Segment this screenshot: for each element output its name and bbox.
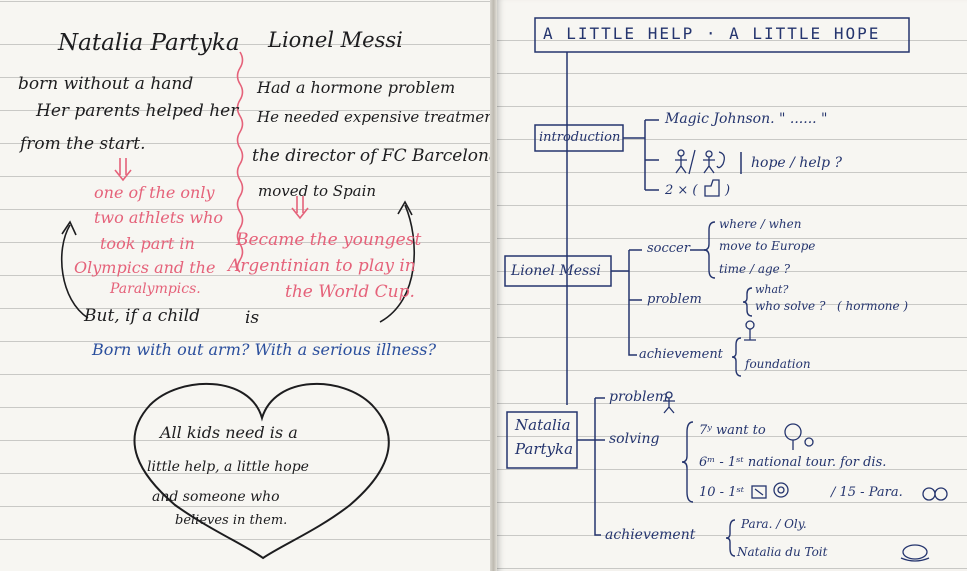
messi-achievement-1: Became the youngest: [236, 230, 422, 250]
messi-fact-1: Had a hormone problem: [257, 78, 456, 97]
heart-text-2: little help, a little hope: [147, 459, 309, 475]
achievement-para-oly: Para. / Oly.: [741, 517, 807, 531]
natalia-fact-3: from the start.: [20, 134, 146, 154]
solving-step-3b: / 15 - Para.: [831, 485, 903, 500]
problem-hormone: ( hormone ): [837, 299, 909, 313]
heart-text-1: All kids need is a: [160, 423, 298, 442]
right-notebook-page: A LITTLE HELP · A LITTLE HOPE introducti…: [497, 0, 967, 571]
natalia-heading: Natalia Partyka: [58, 30, 240, 56]
swimmer-icon: [900, 544, 930, 562]
mind-map-lines: [504, 17, 948, 562]
intro-item-close: ): [725, 183, 731, 198]
solving-step-2: 6ᵐ - 1ˢᵗ national tour. for dis.: [699, 455, 887, 470]
brace-soccer: [703, 221, 716, 279]
natalia-fact-2: Her parents helped her: [36, 101, 239, 121]
heart-text-3: and someone who: [152, 489, 280, 505]
solving-step-1: 7ʸ want to: [699, 423, 766, 438]
soccer-where-when: where / when: [719, 217, 802, 231]
right-curved-arrow: [379, 204, 415, 323]
natalia-achievement-2: two athlets who: [94, 208, 224, 227]
solving-step-3: 10 - 1ˢᵗ: [699, 485, 745, 500]
messi-achievement-3: the World Cup.: [285, 282, 415, 302]
medal-icon-2: [922, 487, 948, 501]
natalia-achievement-3: took part in: [100, 234, 195, 253]
introduction-label: introduction: [539, 130, 621, 145]
intro-item-magic-johnson: Magic Johnson. " ...... ": [665, 111, 828, 127]
natalia-achievement-4: Olympics and the: [74, 258, 216, 277]
natalia-problem: problem: [609, 389, 669, 405]
natalia-achievement-1: one of the only: [94, 183, 215, 202]
problem-what: what?: [755, 283, 789, 296]
title-box: [534, 17, 910, 53]
slash-icon: [688, 149, 696, 175]
messi-problem: problem: [647, 292, 702, 307]
left-curved-arrow: [60, 224, 89, 319]
heart-text-4: believes in them.: [175, 513, 288, 528]
messi-heading: Lionel Messi: [268, 28, 403, 52]
left-page-drawings: [60, 51, 415, 560]
messi-fact-2: He needed expensive treatment.: [257, 108, 490, 126]
messi-fact-3: the director of FC Barcelona: [252, 146, 490, 166]
soccer-time-age: time / age ?: [719, 262, 790, 276]
brace-problem: [742, 287, 753, 317]
brace-achievement: [731, 337, 742, 377]
natalia-node-label-2: Partyka: [515, 440, 574, 458]
messi-achievement: achievement: [639, 347, 723, 362]
flower-icon: [744, 320, 756, 341]
intro-item-hope-help: hope / help ?: [751, 155, 843, 171]
medal-icon-1: [773, 482, 789, 498]
brace-solving: [681, 421, 694, 503]
question-text-b: is: [245, 308, 260, 328]
person-problem-icon: [663, 391, 675, 414]
pink-down-arrow-right: [291, 196, 309, 220]
pink-wavy-divider: [236, 51, 244, 273]
brace-natalia-achievement: [725, 519, 736, 557]
soccer-move-europe: move to Europe: [719, 239, 816, 253]
question-options: Born with out arm? With a serious illnes…: [92, 340, 437, 359]
question-text-a: But, if a child: [84, 306, 200, 326]
flag-icon: [751, 485, 767, 499]
thumbs-up-icon: [704, 179, 720, 197]
natalia-node-label-1: Natalia: [515, 416, 571, 434]
messi-soccer: soccer: [647, 241, 690, 256]
natalia-solving: solving: [609, 431, 660, 447]
table-tennis-icon: [784, 423, 814, 450]
notebook-gutter: [490, 0, 497, 571]
messi-node-label: Lionel Messi: [511, 263, 601, 279]
messi-achievement-2: Argentinian to play in: [228, 256, 416, 276]
page-title: A LITTLE HELP · A LITTLE HOPE: [543, 24, 881, 43]
natalia-achievement: achievement: [605, 527, 696, 543]
achievement-foundation: foundation: [745, 357, 811, 371]
helper-icon: [703, 150, 725, 174]
intro-item-times: 2 × (: [665, 183, 698, 198]
natalia-achievement-5: Paralympics.: [110, 281, 201, 297]
heart-shape: [133, 382, 390, 560]
natalia-fact-1: born without a hand: [18, 74, 194, 94]
left-notebook-page: Natalia Partyka Lionel Messi born withou…: [0, 0, 490, 571]
achievement-du-toit: Natalia du Toit: [737, 545, 828, 559]
pink-down-arrow-left: [114, 158, 132, 182]
person-icon: [675, 149, 687, 174]
messi-fact-4: moved to Spain: [258, 182, 377, 200]
problem-who-solve: who solve ?: [755, 299, 826, 313]
